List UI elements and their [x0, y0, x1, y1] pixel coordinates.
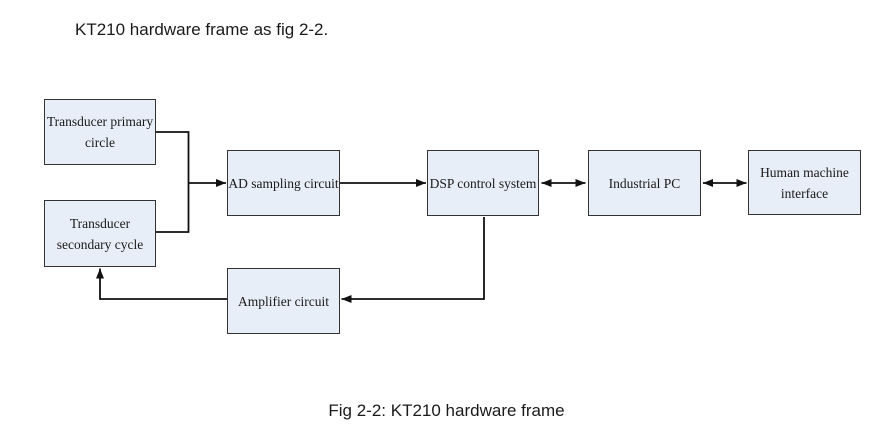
connector-amplifier-to-secondary-arrow — [96, 268, 227, 300]
box-label-line: Human machine — [760, 164, 849, 180]
box-amplifier-circuit: Amplifier circuit — [227, 268, 340, 334]
box-label-line: AD sampling circuit — [228, 175, 339, 191]
box-ad-sampling-circuit: AD sampling circuit — [227, 150, 340, 216]
box-label-line: Transducer — [69, 215, 131, 231]
box-label-line: Transducer primary — [46, 114, 154, 129]
box-label-line: Industrial PC — [608, 175, 681, 191]
box-label-line: interface — [780, 185, 829, 201]
box-human-machine-interface: Human machine interface — [748, 150, 861, 215]
box-label-line: DSP control system — [429, 175, 537, 191]
connector-transducers-junction-bracket — [156, 131, 190, 233]
box-industrial-pc: Industrial PC — [588, 150, 701, 216]
figure-caption: Fig 2-2: KT210 hardware frame — [328, 401, 565, 420]
box-dsp-control-system: DSP control system — [427, 150, 539, 216]
box-label-line: Amplifier circuit — [237, 293, 330, 309]
box-transducer-secondary: Transducer secondary cycle — [44, 200, 156, 267]
box-label-line: circle — [85, 135, 115, 150]
connector-dsp-to-amplifier-arrow — [341, 217, 485, 303]
box-transducer-primary: Transducer primary circle — [44, 99, 156, 165]
intro-text: KT210 hardware frame as fig 2-2. — [75, 20, 329, 39]
box-label-line: secondary cycle — [56, 236, 144, 252]
